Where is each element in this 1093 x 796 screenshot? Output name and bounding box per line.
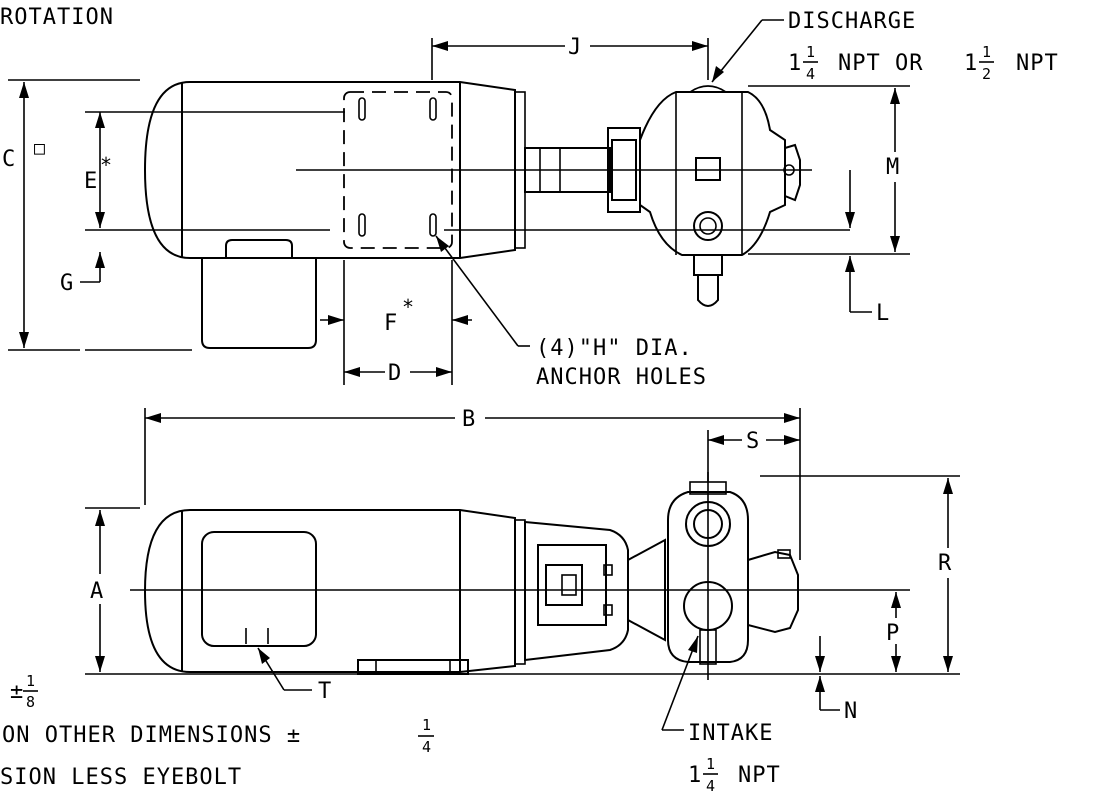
eyebolt-note: SION LESS EYEBOLT (0, 765, 242, 790)
anchor-hole (429, 97, 437, 121)
intake-size-denominator: 4 (706, 777, 715, 795)
anchor-hole (429, 213, 437, 237)
intake-label: INTAKE (688, 721, 773, 746)
dim-label-d: D (388, 361, 402, 386)
dim-label-c: C (2, 147, 16, 172)
dim-label-n: N (844, 699, 858, 724)
anchor-holes-line2: ANCHOR HOLES (536, 365, 707, 390)
dim-label-f: F (384, 311, 398, 336)
intake-npt: NPT (738, 763, 781, 788)
dim-mark-e: * (100, 153, 113, 177)
dim-label-a: A (90, 579, 104, 604)
intake-size-numerator: 1 (706, 755, 715, 773)
discharge-size2-denominator: 2 (982, 65, 991, 83)
discharge-size1-whole: 1 (788, 51, 802, 76)
dim-label-p: P (886, 621, 900, 646)
discharge-npt-or: NPT OR (838, 51, 923, 76)
motor-body-top (143, 81, 516, 259)
other-tolerance-numerator: 1 (422, 716, 431, 734)
conduit-box (201, 531, 317, 647)
other-dimensions-note: ON OTHER DIMENSIONS ± (2, 723, 301, 748)
anchor-hole (358, 213, 366, 237)
dim-mark-f: * (402, 295, 415, 319)
intake-size-whole: 1 (688, 763, 702, 788)
dim-label-l: L (876, 301, 890, 326)
anchor-holes-line1: (4)"H" DIA. (536, 336, 693, 361)
tolerance-eighth-denominator: 8 (26, 693, 35, 711)
discharge-size2-whole: 1 (964, 51, 978, 76)
discharge-label: DISCHARGE (788, 9, 916, 34)
rotation-note: ROTATION (0, 5, 114, 30)
dim-label-m: M (886, 155, 900, 180)
pump-body-top (639, 91, 786, 256)
dim-mark-c: □ (34, 138, 46, 159)
dim-label-b: B (462, 407, 476, 432)
dim-label-e: E (84, 169, 98, 194)
anchor-hole (358, 97, 366, 121)
dim-label-j: J (568, 35, 582, 60)
motor-body-side (143, 509, 516, 673)
dim-label-t: T (318, 679, 332, 704)
dim-label-g: G (60, 271, 74, 296)
top-view: C □ E * G F * D (4)"H" DIA. ANCHOR HOLE (2, 19, 910, 390)
discharge-size1-numerator: 1 (806, 43, 815, 61)
discharge-size1-denominator: 4 (806, 65, 815, 83)
tolerance-eighth-numerator: 1 (26, 672, 35, 690)
dim-label-r: R (938, 551, 952, 576)
side-view: B S (85, 407, 960, 731)
other-tolerance-denominator: 4 (422, 738, 431, 756)
discharge-size2-numerator: 1 (982, 43, 991, 61)
discharge-npt: NPT (1016, 51, 1059, 76)
tolerance-prefix: ± (10, 679, 24, 704)
dim-label-s: S (746, 429, 760, 454)
notes: ROTATION ± 1 8 ON OTHER DIMENSIONS ± 1 4… (0, 5, 1059, 795)
pump-housing-side (667, 491, 749, 663)
